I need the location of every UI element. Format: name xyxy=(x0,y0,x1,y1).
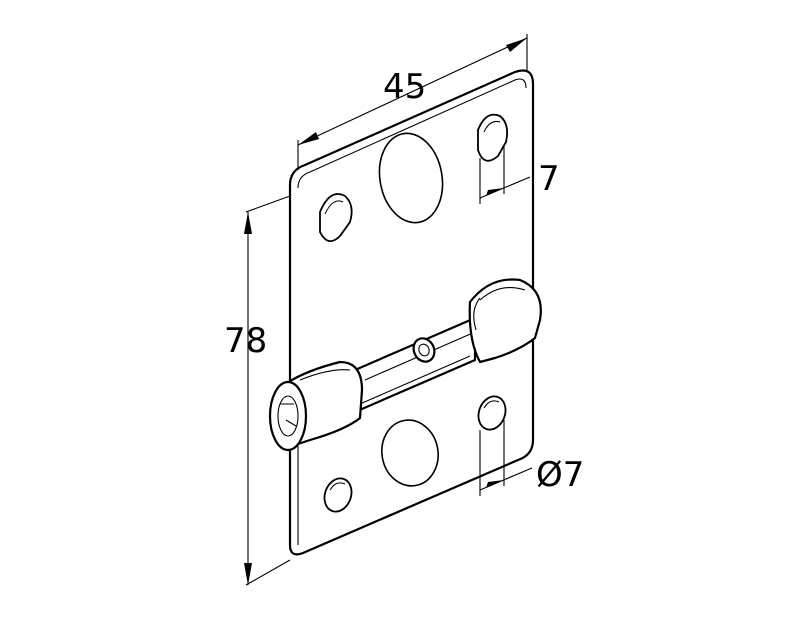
hole-diameter-dimension: Ø7 xyxy=(479,420,584,496)
pin-hole xyxy=(412,337,436,363)
height-dimension: 78 xyxy=(224,195,291,586)
slot-upper-left xyxy=(319,193,353,242)
hole-lower-right xyxy=(477,395,507,431)
upper-leaf-holes xyxy=(319,113,509,242)
height-label: 78 xyxy=(224,321,267,361)
slot-upper-right xyxy=(477,113,509,162)
hole-lower-left xyxy=(323,477,353,513)
slot-width-dimension: 7 xyxy=(479,146,560,204)
width-dimension: 45 xyxy=(297,34,528,170)
large-hole-lower xyxy=(381,419,439,487)
width-label: 45 xyxy=(383,67,426,107)
barrel-end xyxy=(268,380,308,452)
hinge-knuckle xyxy=(268,278,542,452)
hole-diameter-label: Ø7 xyxy=(536,455,584,495)
large-hole-upper xyxy=(378,132,444,224)
slot-width-label: 7 xyxy=(538,159,560,199)
lower-leaf-holes xyxy=(323,395,507,513)
